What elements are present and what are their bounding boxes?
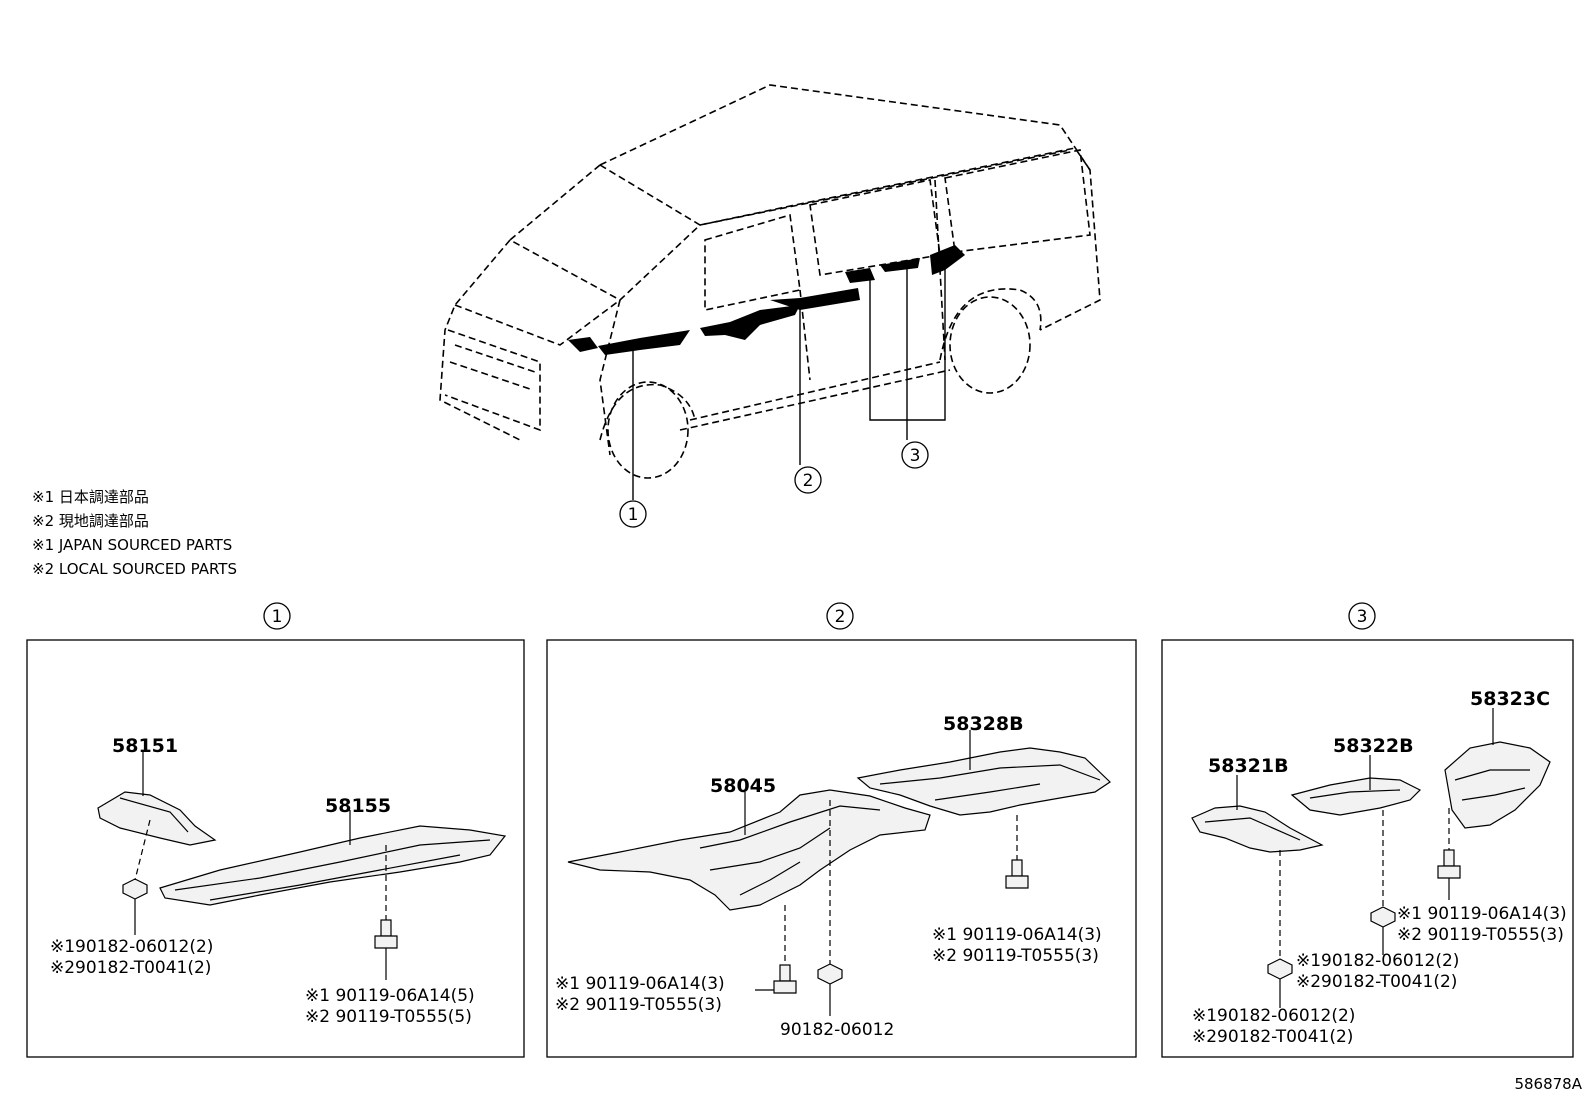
bolt-part (374, 919, 398, 949)
panel-2-bolt-a-line-1: ※1 90119-06A14(3) (932, 925, 1102, 945)
panel-2-parts (567, 747, 1111, 994)
insulator-58321B (1191, 805, 1324, 853)
insulator-58328B (856, 747, 1111, 816)
panel-2-bolt-b-line-1: ※1 90119-06A14(3) (555, 974, 725, 994)
part-label-58328B: 58328B (943, 713, 1024, 735)
panel-3-parts (1191, 741, 1551, 980)
van-callout-2: 2 (794, 466, 822, 494)
part-label-58323C: 58323C (1470, 688, 1550, 710)
panel-3-bolt-line-1: ※1 90119-06A14(3) (1397, 904, 1567, 924)
panel-2-nut-label: 90182-06012 (780, 1020, 894, 1040)
svg-text:1: 1 (272, 607, 283, 627)
panel-1-bolt-line-1: ※1 90119-06A14(5) (305, 986, 475, 1006)
panel-1-nut-line-1: ※190182-06012(2) (50, 937, 213, 957)
panel-2-bolt-b-line-2: ※2 90119-T0555(3) (555, 995, 722, 1015)
panel-3-callout: 3 (1348, 602, 1376, 630)
nut-part-panel-2 (817, 963, 843, 985)
bolt-b-part (773, 964, 797, 994)
insulator-58323C (1444, 741, 1551, 829)
panel-1-frame (26, 639, 525, 1058)
insulator-58045 (567, 789, 931, 911)
svg-text:3: 3 (910, 446, 921, 466)
panel-3-nut-a-line-1: ※190182-06012(2) (1296, 951, 1459, 971)
part-label-58155: 58155 (325, 795, 391, 817)
panel-1-nut-line-2: ※290182-T0041(2) (50, 958, 211, 978)
note-en-1: ※1 JAPAN SOURCED PARTS (32, 536, 233, 554)
insulator-58322B (1290, 777, 1422, 816)
part-label-58322B: 58322B (1333, 735, 1414, 757)
note-en-2: ※2 LOCAL SOURCED PARTS (32, 560, 237, 578)
nut-part (122, 878, 148, 900)
panel-3-nut-b-line-1: ※190182-06012(2) (1192, 1006, 1355, 1026)
panel-2-frame (546, 639, 1137, 1058)
svg-text:2: 2 (835, 607, 846, 627)
panel-1-leaders (134, 752, 387, 980)
panel-3-nut-b-line-2: ※290182-T0041(2) (1192, 1027, 1353, 1047)
part-label-58321B: 58321B (1208, 755, 1289, 777)
figure-reference: 586878A (1514, 1075, 1582, 1093)
nut-a-part (1370, 906, 1396, 928)
panel-2-callout: 2 (826, 602, 854, 630)
bolt-part-panel-3 (1437, 849, 1461, 879)
van-insulator-highlights (568, 245, 965, 355)
panel-3-leaders (1236, 708, 1494, 1008)
note-jp-2: ※2 現地調達部品 (32, 512, 149, 530)
nut-b-part (1267, 958, 1293, 980)
van-callout-3: 3 (901, 441, 929, 469)
svg-text:2: 2 (803, 471, 814, 491)
note-jp-1: ※1 日本調達部品 (32, 488, 149, 506)
insulator-58151 (97, 791, 217, 846)
panel-2-leaders (744, 730, 1018, 1016)
panel-2-bolt-a-line-2: ※2 90119-T0555(3) (932, 946, 1099, 966)
van-illustration (439, 84, 1101, 479)
svg-text:3: 3 (1357, 607, 1368, 627)
part-label-58151: 58151 (112, 735, 178, 757)
panel-3-frame (1161, 639, 1574, 1058)
panel-3-bolt-line-2: ※2 90119-T0555(3) (1397, 925, 1564, 945)
bolt-a-part (1005, 859, 1029, 889)
panel-1-bolt-line-2: ※2 90119-T0555(5) (305, 1007, 472, 1027)
van-callout-1: 1 (619, 500, 647, 528)
panel-3-nut-a-line-2: ※290182-T0041(2) (1296, 972, 1457, 992)
panel-1-callout: 1 (263, 602, 291, 630)
van-leaders (632, 260, 946, 500)
part-label-58045: 58045 (710, 775, 776, 797)
svg-text:1: 1 (628, 505, 639, 525)
panel-1-parts (97, 791, 507, 949)
